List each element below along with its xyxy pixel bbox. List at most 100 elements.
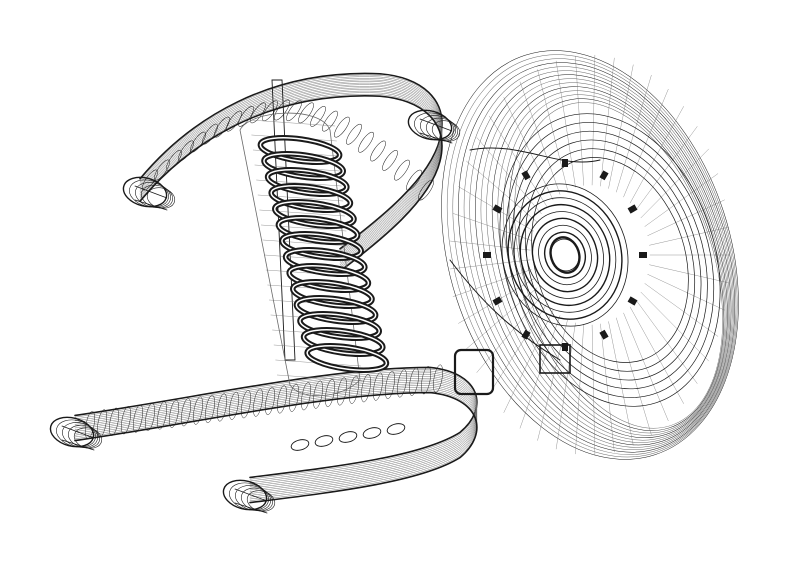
upper-arm-segment [202,123,218,145]
lower-arm-segment [205,394,215,424]
damper-rod [271,79,296,361]
spring-coil-highlight [274,201,355,227]
hub-ring [519,203,611,307]
lower-arm-stroke [74,388,477,500]
rim-rib [503,97,554,201]
upper-bushing-sleeve [134,199,168,211]
hub-ring [513,197,617,313]
rim-rib [537,319,568,441]
hub-bolt [627,204,638,214]
lower-front-bushing-sleeve [61,425,95,439]
lower-arm-segment [229,391,239,420]
rim-rib [452,213,532,241]
hub-bolt [521,329,531,340]
upper-arm-segment [322,110,338,132]
spring-coil-highlight [288,265,370,291]
rim-rib [616,317,652,435]
hub-bolt [599,170,609,181]
hub-ring [543,231,587,279]
disc-ring [512,130,708,390]
spring-coil-highlight [295,297,377,323]
lower-arm-hole [314,435,334,447]
upper-arm-segment [178,140,194,162]
upper-arm-segment [370,140,386,162]
rim-rib [600,323,615,453]
rim-rib [647,274,725,311]
upper-arm-segment [418,179,434,201]
upper-ball-joint-sleeve [419,132,453,144]
lower-front-bushing [67,424,101,449]
rim-rib [616,75,652,193]
lower-arm-segment [265,386,275,416]
lower-arm-segment [373,372,383,401]
upper-arm-segment [238,105,254,127]
upper-arm-stroke [139,94,442,270]
lower-arm-segment [217,393,227,422]
rim-rib [489,303,548,395]
rim-ring [508,98,725,431]
lower-arm-stroke [74,386,477,498]
spring-coil-highlight [281,233,362,259]
upper-arm-segment [274,99,290,121]
lower-arm-stroke [74,391,478,504]
upper-arm-segment [358,131,374,153]
rim-rib [635,126,698,211]
rim-ring [497,90,727,436]
upper-arm-segment [346,123,362,145]
lower-arm-segment [121,406,131,435]
lower-rear-bushing-sleeve [234,502,268,514]
rim-ring [463,66,734,451]
lower-front-bushing [56,419,96,448]
upper-arm-segment [214,116,230,138]
upper-arm-segment [334,116,350,138]
rim-ring [441,50,739,460]
spring-coil-highlight [302,329,384,355]
rim-rib [623,312,669,421]
hub-center [549,236,581,274]
upper-arm-segment [190,131,206,153]
disc-ring [518,139,702,381]
rim-ring [452,58,737,455]
lower-arm-segment [145,402,155,432]
hub-ring [550,238,580,272]
rim-rib [476,295,542,373]
rim-rib [450,240,531,251]
upper-bushing [129,179,169,208]
rim-rib [649,264,729,284]
spring-coil-highlight [306,345,388,371]
rim-rib [647,199,725,236]
disc-ring [524,148,696,372]
damper-hatch [261,224,347,232]
upper-arm-stroke [139,90,442,267]
damper-hatch [249,119,336,127]
rim-rib [623,89,669,198]
upper-bushing [135,182,171,208]
rim-rib [608,64,634,189]
rim-ring [446,54,738,458]
lower-rear-bushing [229,482,269,511]
lower-arm-stroke [74,385,477,496]
upper-arm-segment [154,159,170,181]
rim-rib [489,115,548,207]
upper-arm-segment [166,149,182,171]
lower-rear-bushing-sleeve [234,488,268,502]
lower-arm-segment [385,370,395,400]
upper-arm-segment [226,110,242,132]
wheel-hub [449,147,647,374]
rim-rib [629,306,684,404]
hub-ring [501,183,629,327]
upper-arm-segment [382,150,398,171]
ball-joint [453,348,495,396]
lower-arm-segment [289,383,299,412]
rim-rib [452,269,532,297]
rim-rib [591,54,596,186]
lower-control-arm [74,348,495,504]
rim-rib [555,60,576,188]
rim-rib [600,57,615,187]
lower-arm-stroke [74,366,478,479]
upper-ball-joint [425,117,459,142]
upper-ball-joint [414,112,454,141]
lower-arm-segment [325,378,335,408]
